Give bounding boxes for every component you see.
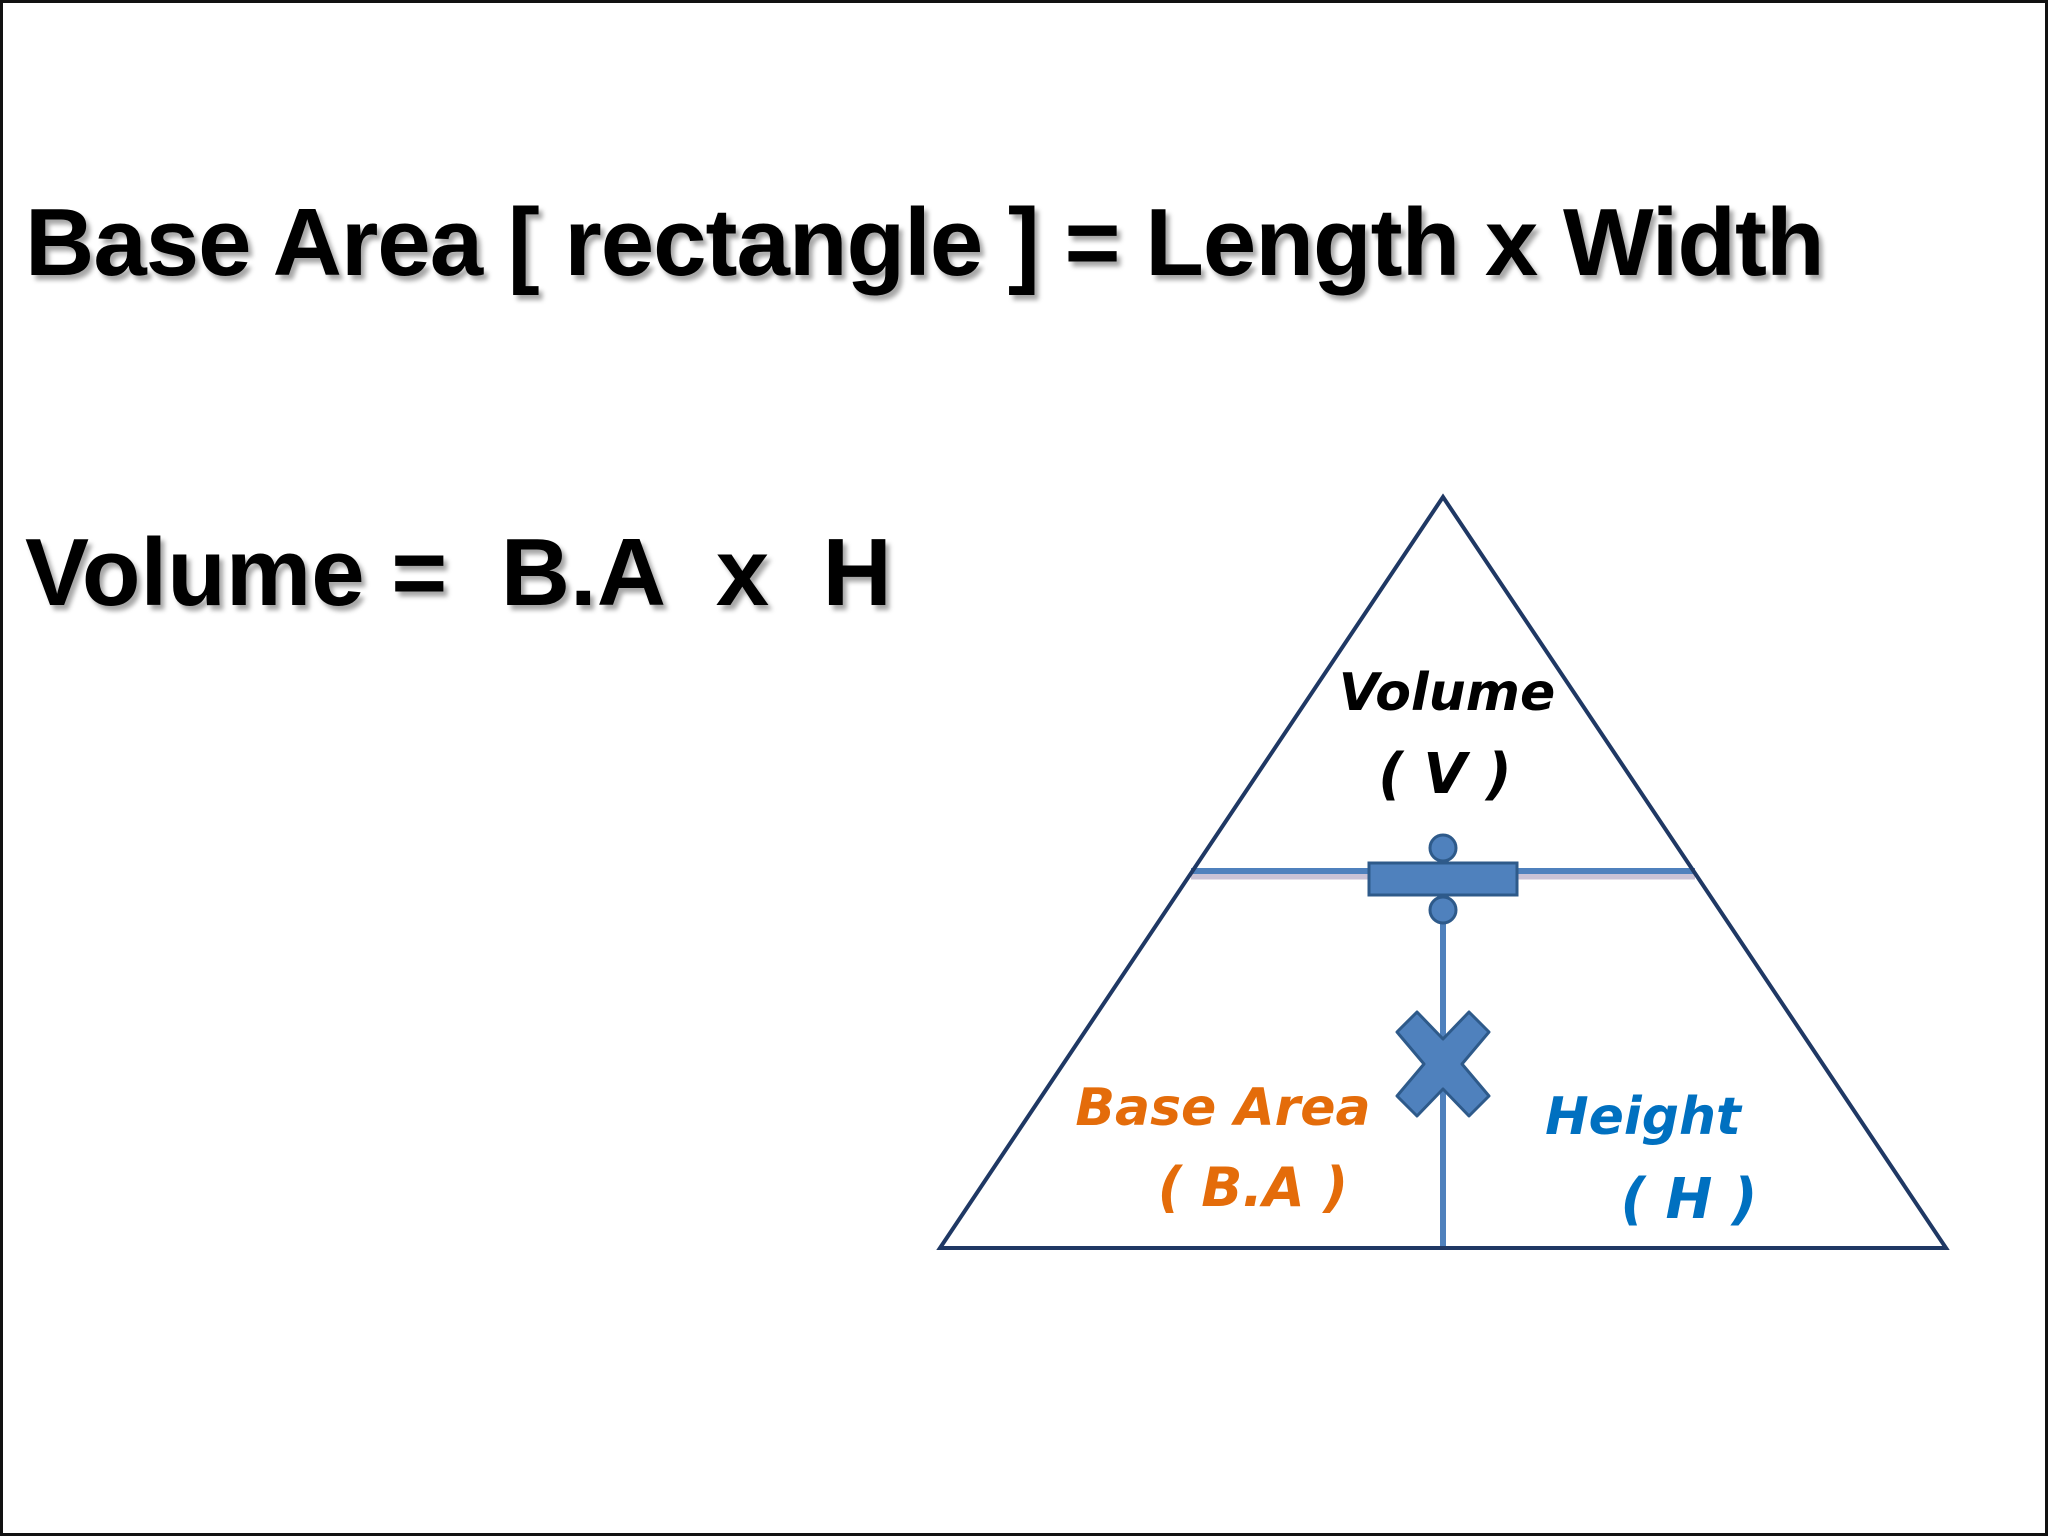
formula-triangle: Volume ( V ) Base Area ( B.A ) Height ( … bbox=[936, 493, 1950, 1250]
volume-formula: Volume = B.A x H bbox=[25, 519, 892, 626]
base-area-symbol: ( B.A ) bbox=[1158, 1156, 1348, 1219]
triangle-outline bbox=[936, 493, 1950, 1250]
height-label: Height bbox=[1545, 1087, 1743, 1147]
base-area-formula: Base Area [ rectangle ] = Length x Width bbox=[25, 189, 1825, 296]
divide-icon bbox=[1367, 833, 1519, 925]
base-area-label: Base Area bbox=[1075, 1078, 1370, 1138]
volume-label: Volume bbox=[1339, 663, 1555, 723]
volume-symbol: ( V ) bbox=[1378, 742, 1512, 807]
height-symbol: ( H ) bbox=[1620, 1167, 1757, 1232]
multiply-icon bbox=[1395, 1010, 1491, 1118]
